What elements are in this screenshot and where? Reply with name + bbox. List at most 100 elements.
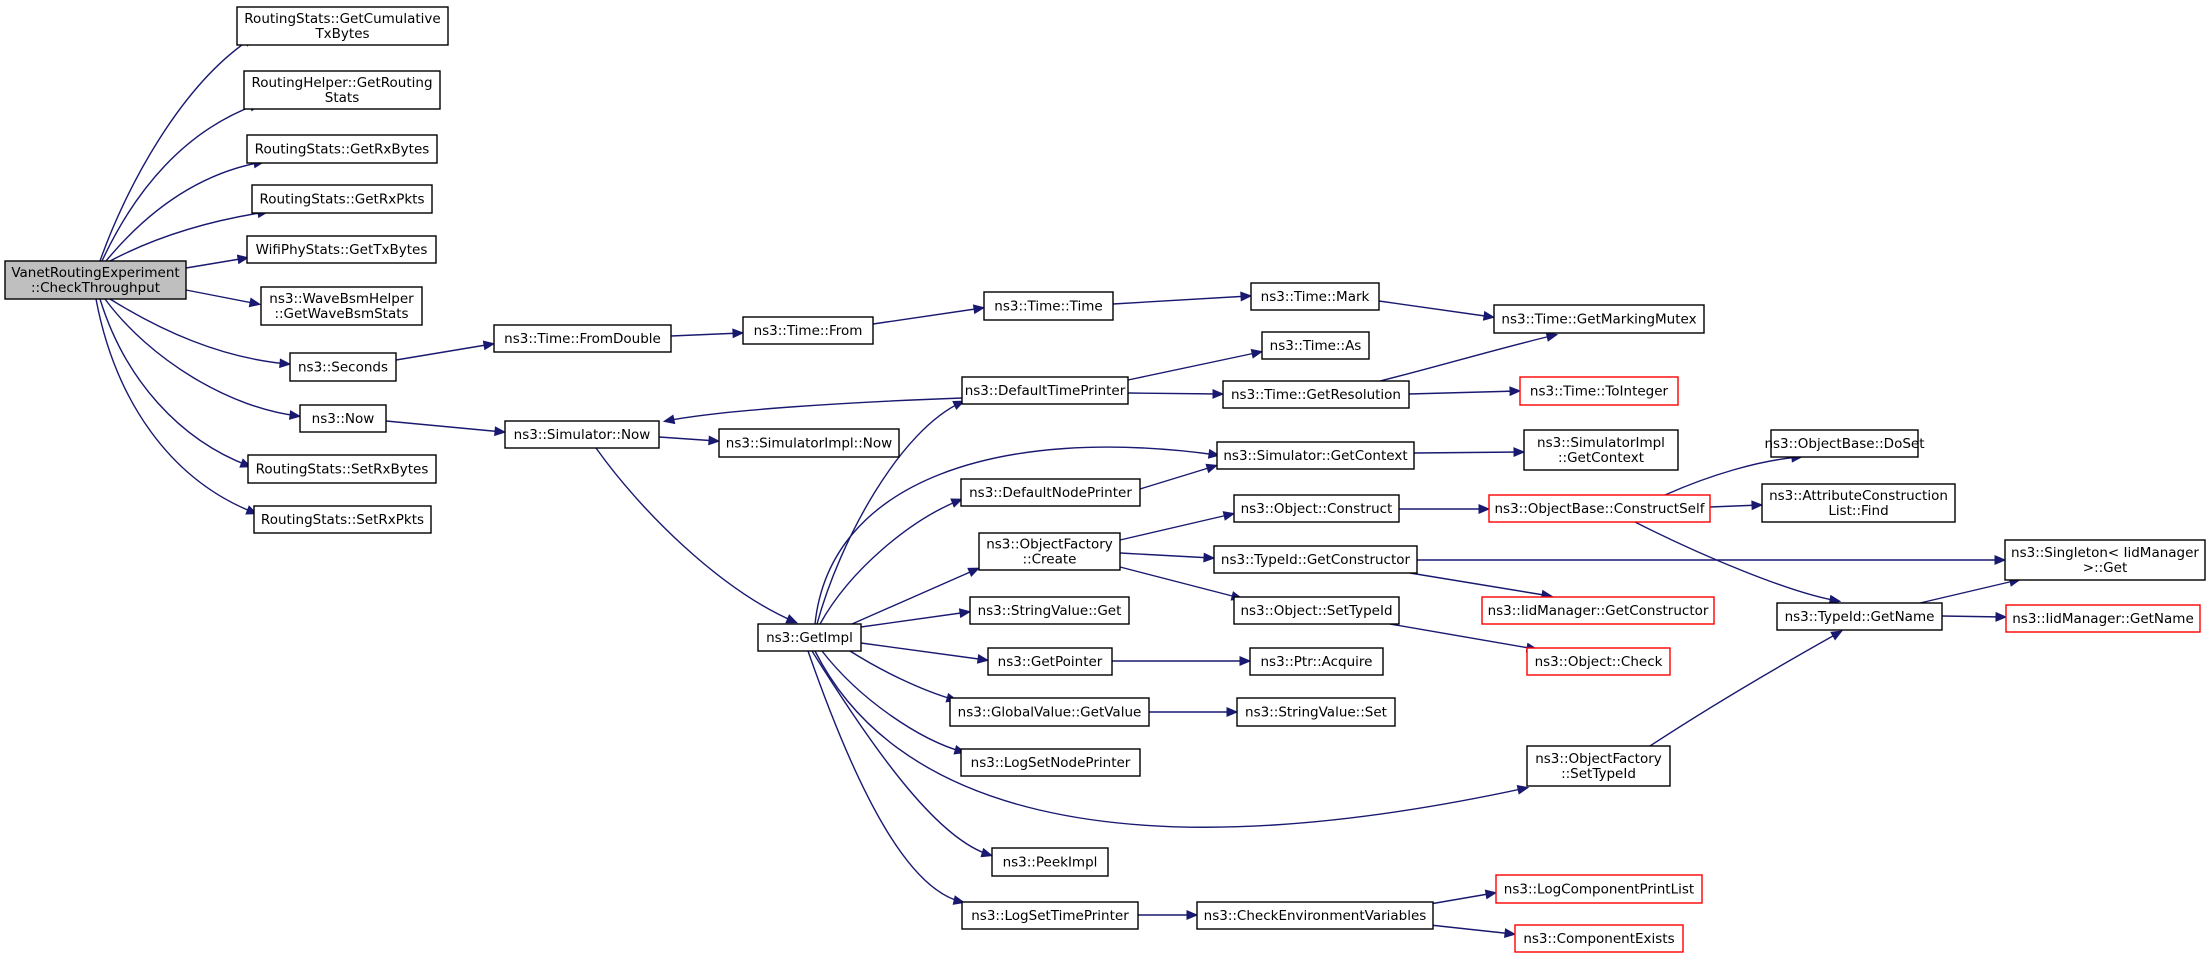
edge-line [109,211,267,262]
node-logsetnode[interactable]: ns3::LogSetNodePrinter [960,748,1141,777]
node-label: ns3::Time::FromDouble [504,331,661,347]
node-defnode[interactable]: ns3::DefaultNodePrinter [960,478,1141,507]
node-label: VanetRoutingExperiment [11,265,179,281]
node-checkenv[interactable]: ns3::CheckEnvironmentVariables [1196,901,1434,930]
node-label: TxBytes [314,26,369,42]
node-settypeid[interactable]: ns3::Object::SetTypeId [1233,596,1400,625]
node-label: ::GetContext [1558,450,1644,466]
node-objconstruct[interactable]: ns3::Object::Construct [1233,494,1400,523]
arrowhead-icon [967,567,981,577]
node-logcomplist[interactable]: ns3::LogComponentPrintList [1495,874,1703,904]
node-label: ns3::GlobalValue::GetValue [958,705,1142,721]
node-singleton[interactable]: ns3::Singleton< IidManager>::Get [2004,539,2206,581]
node-root[interactable]: VanetRoutingExperiment::CheckThroughput [4,260,187,300]
edge-line [1409,572,1551,597]
node-box [253,505,432,534]
node-label: ::GetWaveBsmStats [274,306,408,322]
edge-simnow-to-getimpl [595,447,799,624]
node-box [243,70,441,110]
node-markmutex[interactable]: ns3::Time::GetMarkingMutex [1493,304,1705,334]
arrowhead-icon [1203,552,1216,563]
node-iidgetname[interactable]: ns3::IidManager::GetName [2005,604,2201,633]
edge-getimpl-to-simctx [814,446,1221,625]
node-timemark[interactable]: ns3::Time::Mark [1250,282,1380,311]
node-box [1481,596,1715,625]
edge-line [851,568,978,625]
node-getctor[interactable]: ns3::TypeId::GetConstructor [1213,545,1418,574]
node-doset[interactable]: ns3::ObjectBase::DoSet [1764,429,1925,458]
node-logsettime[interactable]: ns3::LogSetTimePrinter [961,901,1139,930]
edge-line [1413,451,1523,454]
arrowhead-icon [1239,656,1252,666]
node-simnow[interactable]: ns3::Simulator::Now [504,420,660,449]
node-iidgetctor[interactable]: ns3::IidManager::GetConstructor [1481,596,1715,625]
node-wavebsm[interactable]: ns3::WaveBsmHelper::GetWaveBsmStats [260,286,423,326]
edge-timefrom-to-timetime [872,304,986,325]
node-getname[interactable]: ns3::TypeId::GetName [1776,602,1943,631]
edge-gvgetvalue-to-strset [1149,707,1239,717]
edge-getimpl-to-strget [860,608,972,628]
node-strset[interactable]: ns3::StringValue::Set [1236,697,1396,727]
arrowhead-icon [1545,332,1559,342]
node-timefrom[interactable]: ns3::Time::From [742,316,874,345]
node-getimpl[interactable]: ns3::GetImpl [757,623,862,652]
node-simctx[interactable]: ns3::Simulator::GetContext [1216,441,1415,470]
node-simimplctx[interactable]: ns3::SimulatorImpl::GetContext [1523,429,1679,471]
node-timetime[interactable]: ns3::Time::Time [983,291,1114,321]
node-deftime[interactable]: ns3::DefaultTimePrinter [961,376,1129,405]
arrowhead-icon [980,847,994,858]
node-label: Stats [325,90,359,106]
node-label: ns3::Time::GetMarkingMutex [1501,312,1696,328]
edge-getpointer-to-ptracquire [1112,656,1252,666]
node-box [1250,282,1380,311]
node-srxbytes[interactable]: RoutingStats::SetRxBytes [247,454,437,484]
arrowhead-icon [785,614,799,624]
node-toint[interactable]: ns3::Time::ToInteger [1519,376,1679,406]
node-fromdouble[interactable]: ns3::Time::FromDouble [493,324,672,353]
node-ofsettypeid[interactable]: ns3::ObjectFactory::SetTypeId [1526,745,1671,787]
node-timeas[interactable]: ns3::Time::As [1261,331,1370,360]
node-box [1233,494,1400,523]
node-constructself[interactable]: ns3::ObjectBase::ConstructSelf [1488,494,1711,523]
node-box [1222,380,1410,409]
node-getpointer[interactable]: ns3::GetPointer [987,647,1113,676]
node-srxpkts[interactable]: RoutingStats::SetRxPkts [253,505,432,534]
node-getres[interactable]: ns3::Time::GetResolution [1222,380,1410,409]
node-box [718,428,900,458]
node-label: ns3::ObjectBase::DoSet [1764,436,1924,452]
node-grxbytes[interactable]: RoutingStats::GetRxBytes [246,134,438,164]
node-label: ns3::IidManager::GetConstructor [1488,603,1709,619]
edge-line [385,420,504,433]
node-compexists[interactable]: ns3::ComponentExists [1514,924,1684,953]
edge-line [104,298,299,417]
edge-getimpl-to-logsetnode [821,650,967,755]
node-label: RoutingHelper::GetRouting [251,75,432,91]
edge-line [1941,615,2005,618]
node-wifitx[interactable]: WifiPhyStats::GetTxBytes [246,235,437,264]
node-simimplnow[interactable]: ns3::SimulatorImpl::Now [718,428,900,458]
node-strget[interactable]: ns3::StringValue::Get [969,596,1130,625]
edge-root-to-now [104,298,302,420]
node-gvgetvalue[interactable]: ns3::GlobalValue::GetValue [949,697,1150,727]
node-box [260,286,423,326]
node-label: ::SetTypeId [1561,766,1636,782]
edge-now-to-simnow [385,420,507,437]
node-label: ns3::Time::Mark [1261,289,1370,305]
node-box [1493,304,1705,334]
edge-constructself-to-attrfind [1709,500,1764,511]
arrowhead-icon [279,358,292,369]
node-peekimpl[interactable]: ns3::PeekImpl [991,847,1109,877]
node-objcheck[interactable]: ns3::Object::Check [1526,647,1671,676]
node-label: ns3::Seconds [298,360,388,376]
node-seconds[interactable]: ns3::Seconds [289,352,397,382]
node-now[interactable]: ns3::Now [299,404,387,433]
node-ofcreate[interactable]: ns3::ObjectFactory::Create [978,532,1121,571]
node-label: ns3::Simulator::Now [514,427,651,443]
node-grxpkts[interactable]: RoutingStats::GetRxPkts [251,184,433,214]
edge-line [665,397,963,422]
edge-getimpl-to-deftime [816,400,965,625]
node-ptracquire[interactable]: ns3::Ptr::Acquire [1249,647,1384,676]
